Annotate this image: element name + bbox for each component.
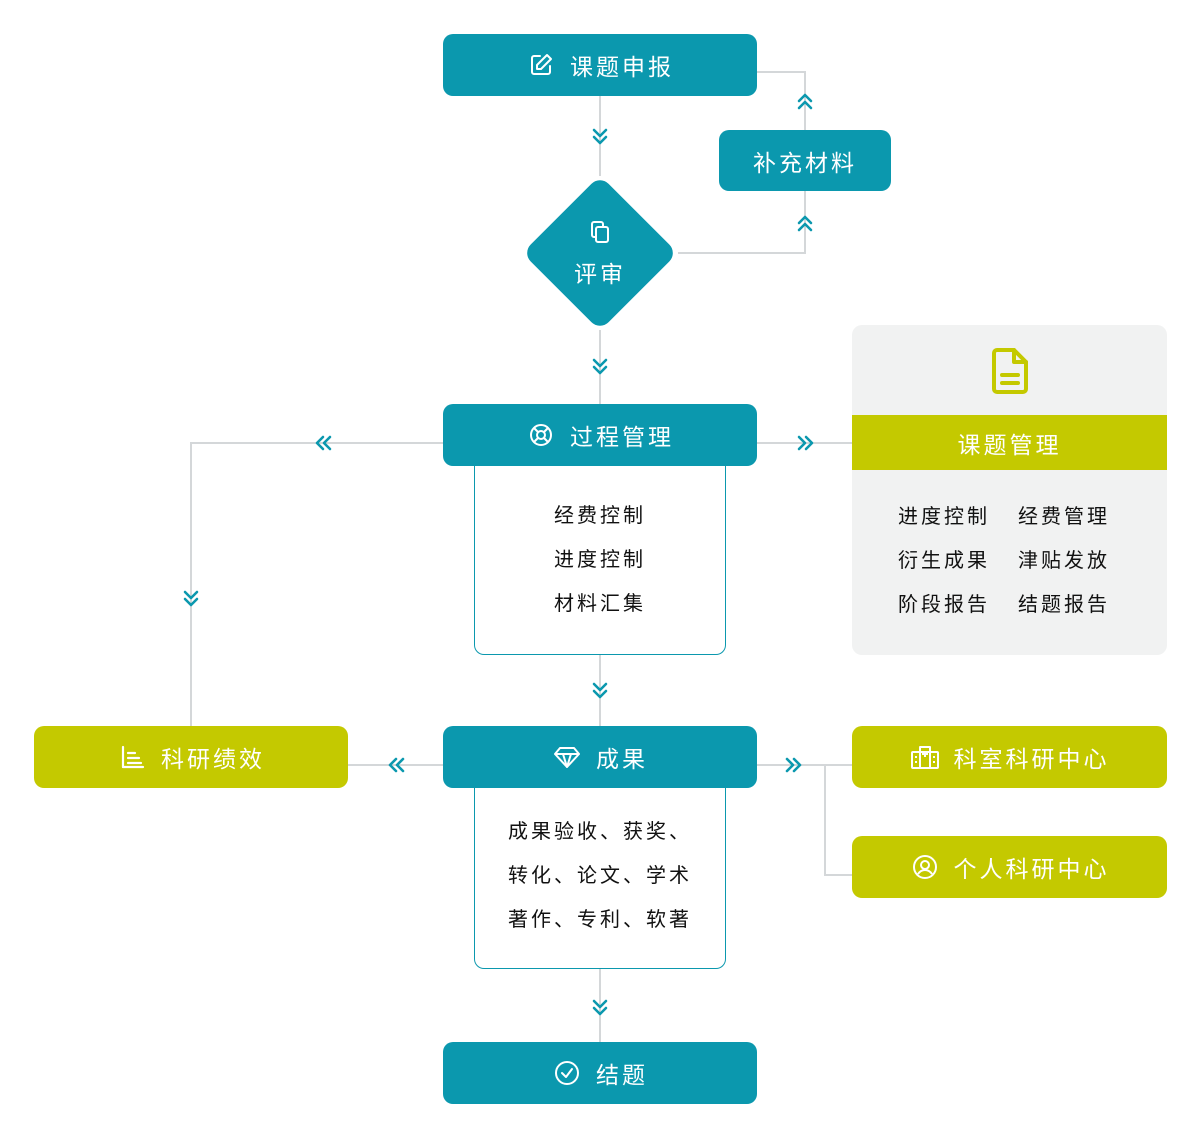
chevron-down-icon <box>592 999 608 1016</box>
node-apply-label: 课题申报 <box>570 55 674 81</box>
project-panel-title: 课题管理 <box>852 415 1167 470</box>
process-detail-item: 材料汇集 <box>554 591 646 615</box>
project-panel-items: 进度控制 经费管理 衍生成果 津贴发放 阶段报告 结题报告 <box>898 500 1138 620</box>
chevron-up-icon <box>797 93 813 110</box>
node-results-label: 成果 <box>596 747 648 773</box>
check-circle-icon <box>552 1058 582 1088</box>
lifebuoy-icon <box>526 420 556 450</box>
node-review[interactable]: 评审 <box>522 175 678 331</box>
chevron-right-icon <box>785 757 802 773</box>
project-panel-item[interactable]: 经费管理 <box>1018 504 1110 528</box>
project-panel-item[interactable]: 津贴发放 <box>1018 548 1110 572</box>
chevron-down-icon <box>592 682 608 699</box>
node-finish[interactable]: 结题 <box>443 1042 757 1104</box>
node-personal-center[interactable]: 个人科研中心 <box>852 836 1167 898</box>
chevron-down-icon <box>592 128 608 145</box>
node-process[interactable]: 过程管理 <box>443 404 757 466</box>
node-supplement-label: 补充材料 <box>753 150 857 177</box>
project-management-panel: 课题管理 进度控制 经费管理 衍生成果 津贴发放 阶段报告 结题报告 <box>852 325 1167 655</box>
chevron-up-icon <box>797 215 813 232</box>
node-finish-label: 结题 <box>596 1063 648 1089</box>
bar-chart-icon <box>117 742 147 772</box>
node-personal-center-label: 个人科研中心 <box>953 857 1110 883</box>
hospital-building-icon <box>910 742 940 772</box>
node-dept-center-label: 科室科研中心 <box>953 747 1110 773</box>
chevron-left-icon <box>388 757 405 773</box>
results-details: 成果验收、获奖、 转化、论文、学术 著作、专利、软著 <box>474 760 726 969</box>
results-detail-item: 转化、论文、学术 <box>508 863 692 887</box>
diamond-gem-icon <box>552 742 582 772</box>
user-circle-icon <box>910 852 940 882</box>
node-process-label: 过程管理 <box>570 425 674 451</box>
edit-icon <box>526 50 556 80</box>
node-performance[interactable]: 科研绩效 <box>34 726 348 788</box>
process-detail-item: 进度控制 <box>554 547 646 571</box>
arrow-marks <box>183 93 814 1016</box>
project-panel-item[interactable]: 结题报告 <box>1018 592 1110 616</box>
connector-results-personal <box>824 765 852 876</box>
project-panel-item[interactable]: 进度控制 <box>898 504 990 528</box>
chevron-down-icon <box>183 590 199 607</box>
project-panel-item[interactable]: 阶段报告 <box>898 592 990 616</box>
node-review-label: 评审 <box>574 262 626 288</box>
node-apply[interactable]: 课题申报 <box>443 34 757 96</box>
process-details: 经费控制 进度控制 材料汇集 <box>474 440 726 655</box>
connector-process-performance <box>190 442 443 726</box>
results-detail-item: 著作、专利、软著 <box>508 907 692 931</box>
chevron-right-icon <box>797 435 814 451</box>
clipboard-copy-icon <box>585 217 615 247</box>
document-icon <box>990 347 1030 395</box>
node-dept-center[interactable]: 科室科研中心 <box>852 726 1167 788</box>
connector-supplement-apply <box>757 71 806 130</box>
process-detail-item: 经费控制 <box>554 503 646 527</box>
node-supplement[interactable]: 补充材料 <box>719 130 891 191</box>
project-panel-item[interactable]: 衍生成果 <box>898 548 990 572</box>
chevron-down-icon <box>592 358 608 375</box>
node-performance-label: 科研绩效 <box>161 747 265 773</box>
results-detail-item: 成果验收、获奖、 <box>508 819 692 843</box>
node-results[interactable]: 成果 <box>443 726 757 788</box>
chevron-left-icon <box>315 435 332 451</box>
connector-review-supplement <box>678 191 806 254</box>
